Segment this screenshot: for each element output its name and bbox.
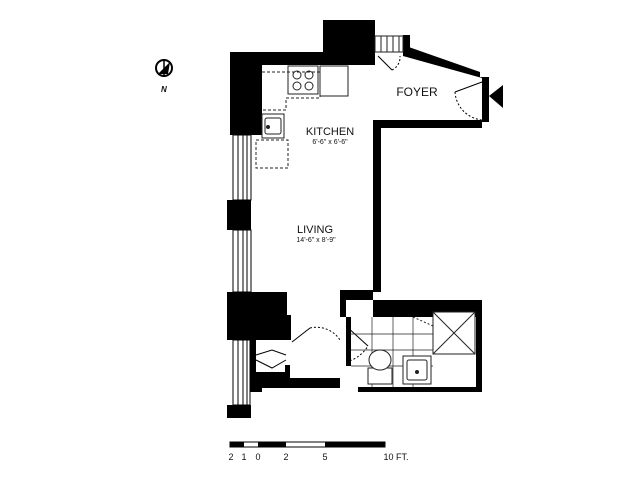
wall-west-base	[227, 405, 251, 418]
window-lower	[232, 339, 251, 406]
window-upper	[232, 134, 252, 201]
shower-icon	[412, 311, 476, 355]
scale-tick: 10 FT.	[383, 452, 408, 462]
wall-south	[262, 365, 340, 388]
north-label: N	[161, 85, 167, 94]
closet-bifold-door	[255, 349, 287, 369]
kitchen-sink-icon	[261, 113, 285, 139]
wall-closet-east	[287, 315, 291, 340]
doors	[255, 55, 483, 369]
compass-north-icon	[155, 59, 173, 77]
scale-tick: 2	[228, 452, 233, 462]
wall-entry-jamb	[482, 108, 489, 122]
living-closet-door	[291, 326, 341, 343]
wall-west-upper	[227, 200, 251, 230]
scale-tick: 1	[241, 452, 246, 462]
wall-foyer-south	[373, 120, 482, 292]
windows-west	[232, 134, 252, 406]
room-size-living: 14'-6" x 8'-9"	[296, 237, 336, 244]
scale-bar	[229, 441, 386, 448]
toilet-icon	[367, 349, 393, 385]
entry-arrow-icon	[489, 85, 503, 108]
refrigerator-icon	[319, 65, 349, 97]
wall-closet-south	[250, 340, 262, 392]
room-label-foyer: FOYER	[396, 85, 438, 99]
entry-door	[454, 81, 483, 121]
range-icon	[287, 65, 319, 95]
scale-tick: 0	[255, 452, 260, 462]
room-label-kitchen: KITCHEN	[306, 126, 354, 138]
dishwasher-icon	[255, 139, 289, 169]
room-size-kitchen: 6'-6" x 6'-6"	[312, 139, 348, 146]
kitchen-counter	[262, 71, 321, 111]
bathroom-fixtures	[351, 311, 476, 387]
bathroom-sink-icon	[402, 355, 432, 385]
wall-foyer-north	[403, 45, 489, 108]
wall-kitchen-northwest	[230, 20, 375, 135]
wall-foyer-north-stub	[403, 35, 410, 56]
closet-door	[377, 55, 401, 71]
scale-tick: 2	[283, 452, 288, 462]
kitchen-fixtures	[255, 35, 404, 169]
closet-shelves-icon	[374, 35, 404, 53]
window-middle	[232, 229, 252, 293]
bathroom-door	[345, 325, 369, 363]
room-label-living: LIVING	[297, 224, 333, 236]
wall-west-lower	[227, 292, 287, 340]
scale-bar-ticks: 2 1 0 2 5 10 FT.	[228, 452, 408, 462]
scale-tick: 5	[322, 452, 327, 462]
